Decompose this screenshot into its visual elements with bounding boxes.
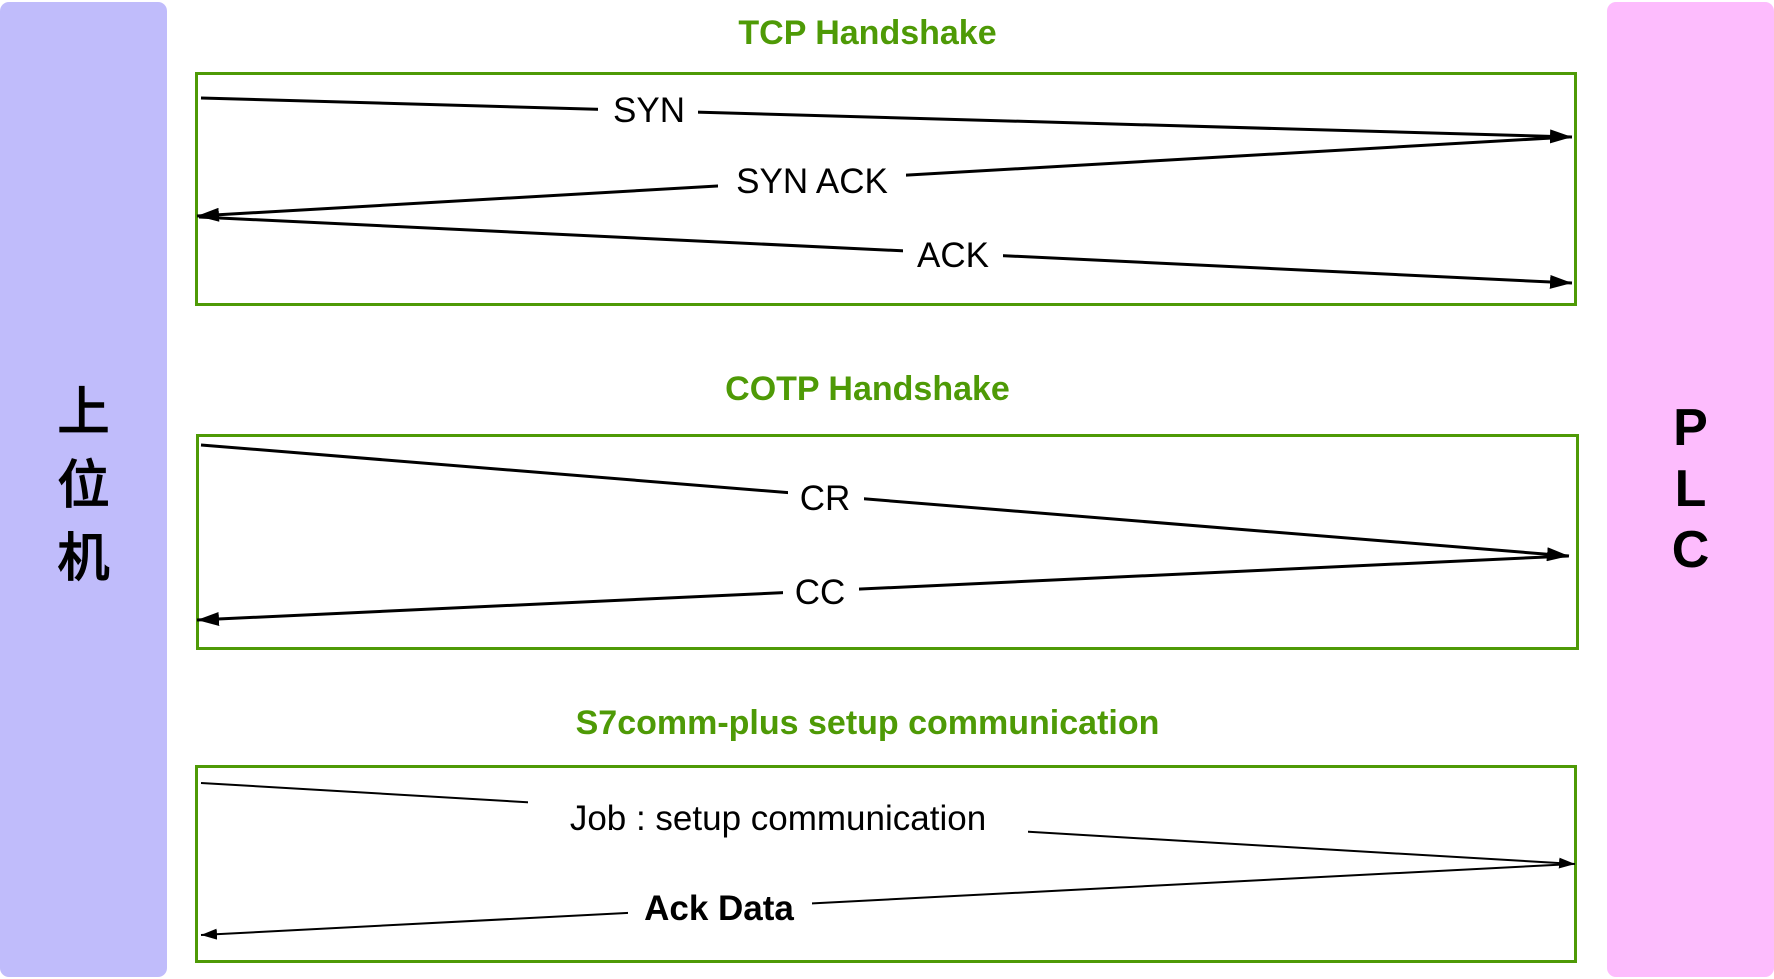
message-label: ACK — [917, 236, 989, 275]
message-cr: CR — [200, 443, 1570, 562]
phase-title-s7comm: S7comm-plus setup communication — [575, 704, 1160, 742]
lane-char: C — [1671, 521, 1710, 579]
message-syn: SYN — [200, 88, 1573, 144]
message-label: SYN ACK — [736, 162, 888, 201]
lane-char: P — [1673, 399, 1708, 457]
message-label: Job : setup communication — [570, 799, 986, 838]
message-arrow — [200, 443, 1570, 562]
lane-char: 上 — [57, 383, 110, 443]
lane-host-computer: 上 位 机 — [0, 2, 167, 977]
phase-box-s7comm — [195, 765, 1577, 963]
message-job-setup: Job : setup communication — [200, 782, 1576, 869]
lane-plc: P L C — [1607, 2, 1774, 977]
message-arrow — [200, 96, 1573, 144]
lane-char: L — [1674, 460, 1707, 518]
message-arrow — [196, 554, 1569, 626]
message-cc: CC — [196, 554, 1569, 626]
message-label: Ack Data — [644, 889, 794, 928]
lane-label-host: 上 位 机 — [0, 387, 167, 606]
lane-label-plc: P L C — [1607, 402, 1774, 585]
label-mask — [528, 796, 1028, 840]
message-label: CR — [800, 479, 851, 518]
message-ack-data: Ack Data — [200, 863, 1574, 940]
label-mask — [783, 570, 859, 614]
label-mask — [788, 476, 864, 520]
label-mask — [718, 160, 906, 204]
message-arrow — [198, 215, 1573, 289]
message-arrow — [200, 863, 1574, 940]
lane-char: 位 — [57, 456, 110, 516]
message-label: CC — [795, 573, 846, 612]
phase-box-cotp — [196, 434, 1579, 650]
label-mask — [628, 886, 812, 930]
phase-title-cotp: COTP Handshake — [725, 370, 1010, 408]
phase-title-tcp: TCP Handshake — [738, 14, 997, 52]
lane-char: 机 — [57, 529, 110, 589]
label-mask — [598, 88, 698, 132]
message-syn-ack: SYN ACK — [196, 135, 1570, 222]
phase-box-tcp — [195, 72, 1577, 306]
message-label: SYN — [613, 91, 685, 130]
label-mask — [903, 233, 1003, 277]
message-ack: ACK — [198, 215, 1573, 289]
